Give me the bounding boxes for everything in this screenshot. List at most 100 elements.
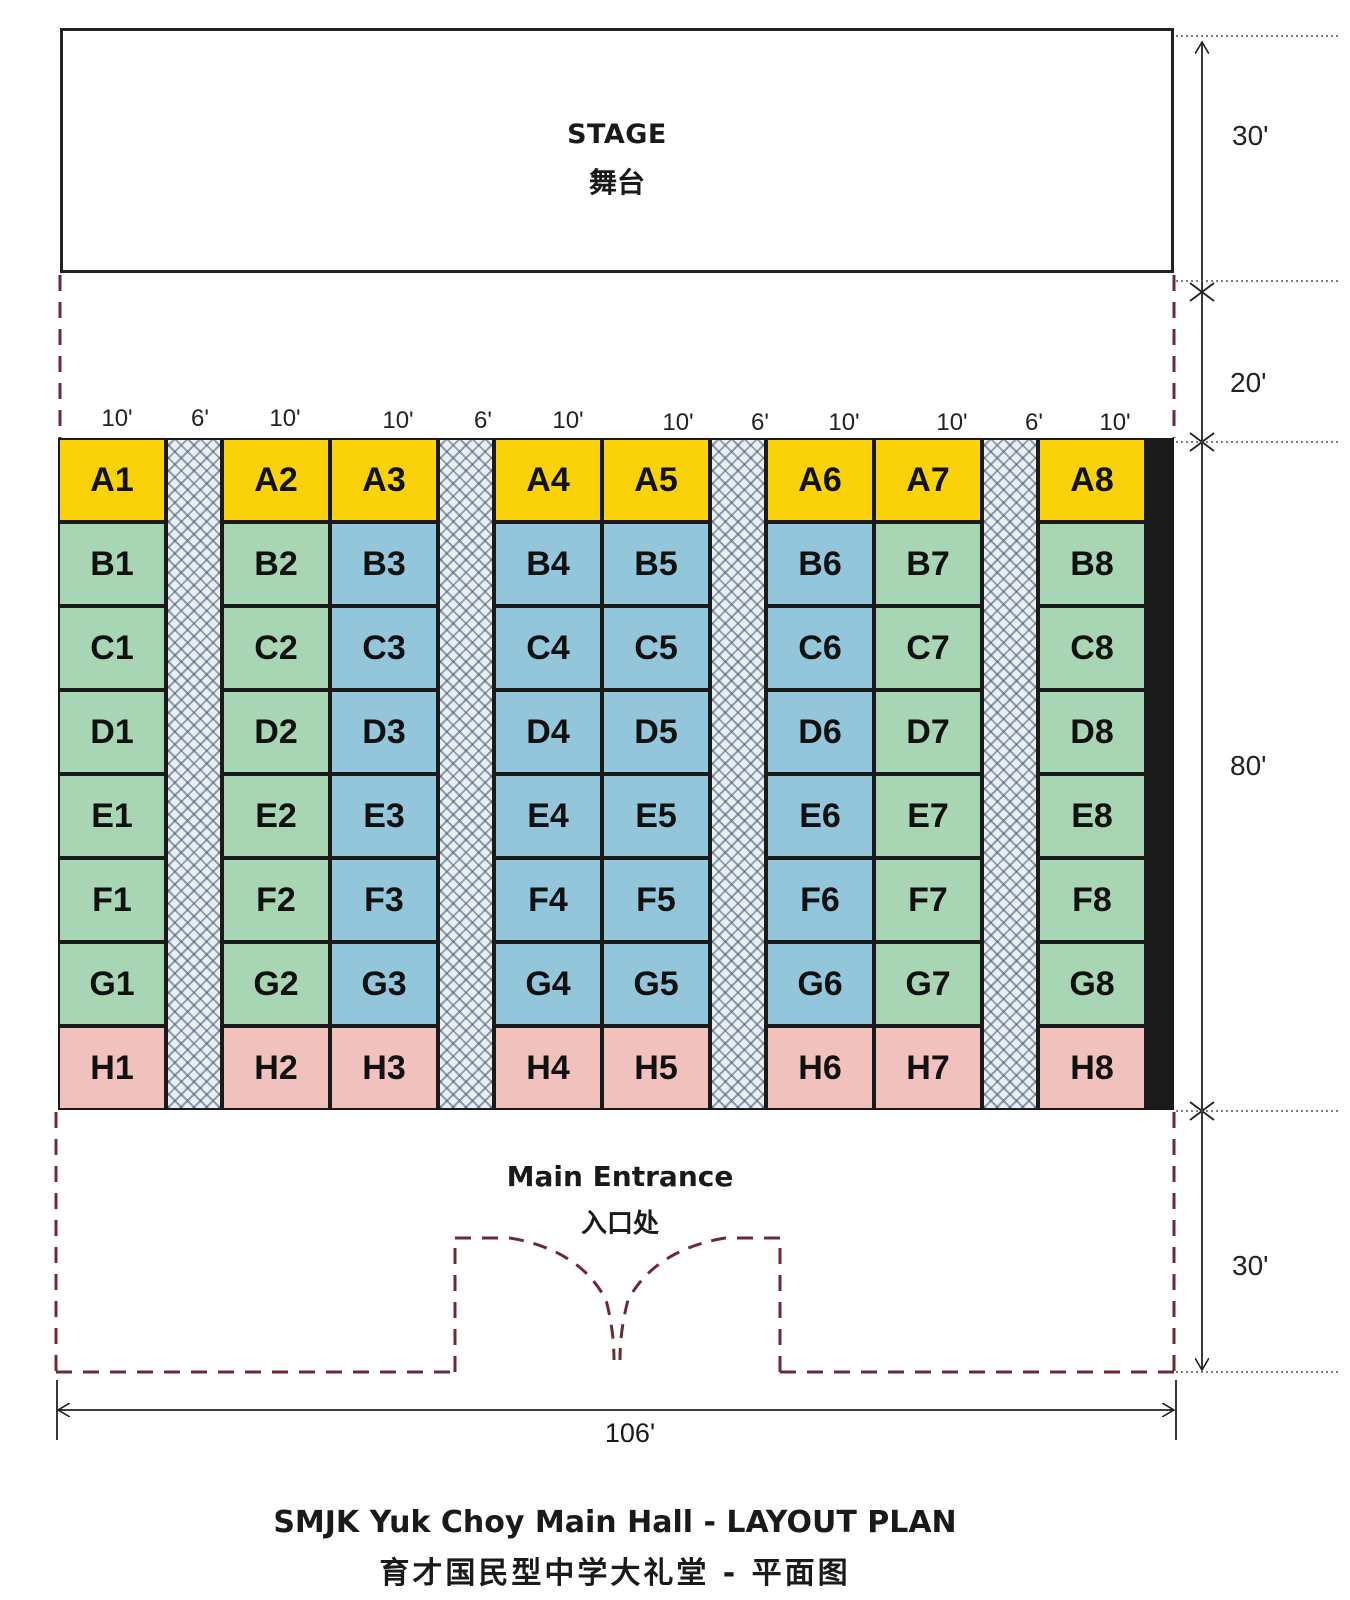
aisle — [712, 440, 764, 1108]
aisle — [440, 440, 492, 1108]
seat-f2[interactable]: F2 — [224, 860, 328, 940]
seat-d2[interactable]: D2 — [224, 692, 328, 772]
aisle — [984, 440, 1036, 1108]
seat-f3[interactable]: F3 — [332, 860, 436, 940]
seat-d3[interactable]: D3 — [332, 692, 436, 772]
seat-e8[interactable]: E8 — [1040, 776, 1144, 856]
seat-b6[interactable]: B6 — [768, 524, 872, 604]
seat-h5[interactable]: H5 — [604, 1028, 708, 1108]
seat-f4[interactable]: F4 — [496, 860, 600, 940]
stage-label-cn: 舞台 — [588, 166, 645, 199]
col-width-label: 10' — [101, 405, 133, 432]
col-width-label: 10' — [382, 407, 414, 434]
seat-d8[interactable]: D8 — [1040, 692, 1144, 772]
seat-c7[interactable]: C7 — [876, 608, 980, 688]
seat-g1[interactable]: G1 — [60, 944, 164, 1024]
seat-a7[interactable]: A7 — [876, 440, 980, 520]
col-width-label: 10' — [1099, 409, 1131, 436]
seat-f5[interactable]: F5 — [604, 860, 708, 940]
seat-f8[interactable]: F8 — [1040, 860, 1144, 940]
seat-a2[interactable]: A2 — [224, 440, 328, 520]
seating-depth-label: 80' — [1230, 750, 1267, 781]
entrance-label-cn: 入口处 — [580, 1209, 659, 1239]
seat-c2[interactable]: C2 — [224, 608, 328, 688]
stage-label: STAGE — [567, 119, 667, 150]
col-width-label: 6' — [191, 405, 209, 432]
seat-h4[interactable]: H4 — [496, 1028, 600, 1108]
stage-depth-label: 30' — [1232, 120, 1269, 151]
hall-width-label: 106' — [604, 1418, 656, 1448]
seat-g8[interactable]: G8 — [1040, 944, 1144, 1024]
seat-b1[interactable]: B1 — [60, 524, 164, 604]
entrance-depth-label: 30' — [1232, 1250, 1269, 1281]
door-swing — [509, 1236, 726, 1361]
seat-b2[interactable]: B2 — [224, 524, 328, 604]
seat-f6[interactable]: F6 — [768, 860, 872, 940]
seat-g5[interactable]: G5 — [604, 944, 708, 1024]
seat-f7[interactable]: F7 — [876, 860, 980, 940]
seat-e2[interactable]: E2 — [224, 776, 328, 856]
seat-g6[interactable]: G6 — [768, 944, 872, 1024]
col-width-label: 10' — [269, 405, 301, 432]
seat-b5[interactable]: B5 — [604, 524, 708, 604]
seat-e3[interactable]: E3 — [332, 776, 436, 856]
seat-e5[interactable]: E5 — [604, 776, 708, 856]
col-width-label: 10' — [828, 409, 860, 436]
col-width-label: 10' — [936, 409, 968, 436]
seat-h7[interactable]: H7 — [876, 1028, 980, 1108]
seat-b4[interactable]: B4 — [496, 524, 600, 604]
extension-lines — [1176, 35, 1340, 1373]
seat-d7[interactable]: D7 — [876, 692, 980, 772]
aisle — [168, 440, 220, 1108]
seat-d4[interactable]: D4 — [496, 692, 600, 772]
vertical-dimension-line — [1189, 42, 1215, 1370]
seat-a6[interactable]: A6 — [768, 440, 872, 520]
seat-c6[interactable]: C6 — [768, 608, 872, 688]
seat-d1[interactable]: D1 — [60, 692, 164, 772]
seat-c8[interactable]: C8 — [1040, 608, 1144, 688]
seat-c4[interactable]: C4 — [496, 608, 600, 688]
seat-e1[interactable]: E1 — [60, 776, 164, 856]
plan-title-cn: 育才国民型中学大礼堂 - 平面图 — [379, 1556, 851, 1591]
col-width-label: 10' — [552, 407, 584, 434]
seat-h1[interactable]: H1 — [60, 1028, 164, 1108]
seat-e4[interactable]: E4 — [496, 776, 600, 856]
seat-d5[interactable]: D5 — [604, 692, 708, 772]
seat-a4[interactable]: A4 — [496, 440, 600, 520]
entrance-label: Main Entrance — [506, 1160, 734, 1193]
seat-b8[interactable]: B8 — [1040, 524, 1144, 604]
seat-h8[interactable]: H8 — [1040, 1028, 1144, 1108]
seat-h6[interactable]: H6 — [768, 1028, 872, 1108]
seat-b3[interactable]: B3 — [332, 524, 436, 604]
col-width-label: 6' — [751, 409, 769, 436]
col-width-label: 6' — [474, 407, 492, 434]
seat-f1[interactable]: F1 — [60, 860, 164, 940]
seat-c3[interactable]: C3 — [332, 608, 436, 688]
seat-a3[interactable]: A3 — [332, 440, 436, 520]
hall-outline — [54, 275, 1176, 1374]
seat-d6[interactable]: D6 — [768, 692, 872, 772]
seat-g4[interactable]: G4 — [496, 944, 600, 1024]
seat-a5[interactable]: A5 — [604, 440, 708, 520]
seat-g3[interactable]: G3 — [332, 944, 436, 1024]
plan-title: SMJK Yuk Choy Main Hall - LAYOUT PLAN — [273, 1505, 957, 1540]
col-width-label: 10' — [662, 409, 694, 436]
seat-g2[interactable]: G2 — [224, 944, 328, 1024]
col-width-label: 6' — [1025, 409, 1043, 436]
seat-a1[interactable]: A1 — [60, 440, 164, 520]
seat-c1[interactable]: C1 — [60, 608, 164, 688]
seat-a8[interactable]: A8 — [1040, 440, 1144, 520]
front-gap-label: 20' — [1230, 367, 1267, 398]
horizontal-dimension-line — [56, 1380, 1177, 1440]
seat-h3[interactable]: H3 — [332, 1028, 436, 1108]
seat-g7[interactable]: G7 — [876, 944, 980, 1024]
seat-e6[interactable]: E6 — [768, 776, 872, 856]
seat-c5[interactable]: C5 — [604, 608, 708, 688]
seat-h2[interactable]: H2 — [224, 1028, 328, 1108]
seat-e7[interactable]: E7 — [876, 776, 980, 856]
stage: STAGE 舞台 — [60, 28, 1174, 273]
seat-b7[interactable]: B7 — [876, 524, 980, 604]
